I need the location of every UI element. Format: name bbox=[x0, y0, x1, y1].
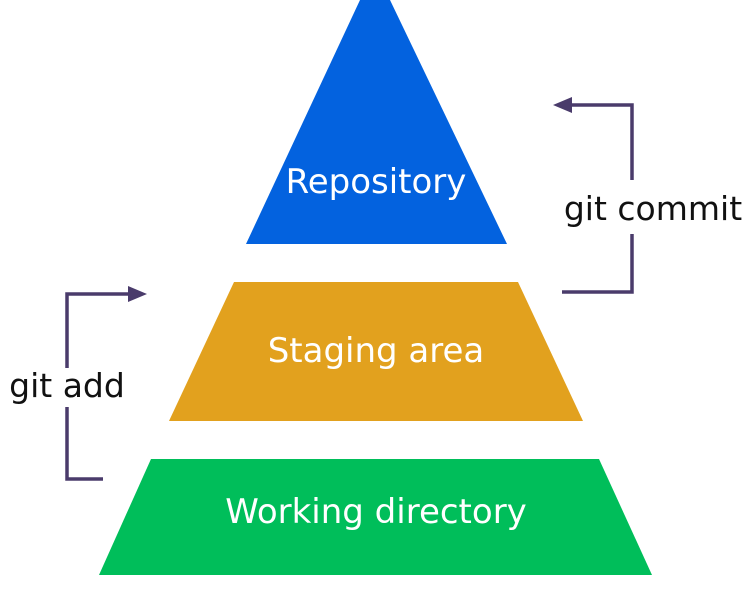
working-directory-tier: Working directory bbox=[99, 459, 652, 575]
git-commit-path-lower bbox=[562, 234, 634, 294]
git-commit-path-upper bbox=[570, 103, 634, 180]
repository-label: Repository bbox=[286, 162, 467, 202]
working-directory-shape bbox=[99, 459, 652, 575]
git-add-connector: git add bbox=[9, 286, 147, 481]
staging-area-shape bbox=[169, 282, 583, 421]
git-add-arrowhead bbox=[128, 286, 147, 302]
git-commit-label: git commit bbox=[564, 189, 742, 228]
git-commit-arrowhead bbox=[553, 97, 572, 113]
git-commit-connector: git commit bbox=[553, 97, 742, 294]
git-add-path-upper bbox=[65, 292, 130, 368]
repository-shape bbox=[246, 0, 507, 244]
git-add-path-lower bbox=[65, 407, 103, 481]
git-add-label: git add bbox=[9, 366, 125, 405]
staging-area-label: Staging area bbox=[268, 331, 485, 371]
staging-area-tier: Staging area bbox=[169, 282, 583, 421]
working-directory-label: Working directory bbox=[225, 492, 527, 532]
repository-tier: Repository bbox=[246, 0, 507, 244]
